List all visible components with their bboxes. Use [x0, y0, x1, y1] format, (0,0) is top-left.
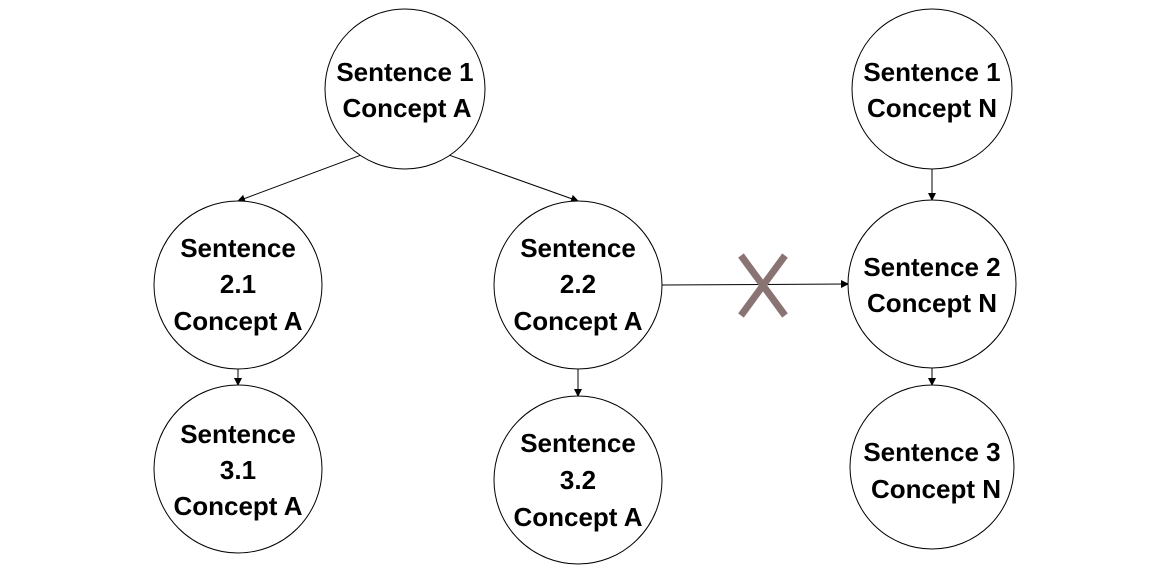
node-label-line: Sentence: [180, 233, 296, 263]
edges-layer: [234, 154, 936, 397]
node-label-line: Sentence 1: [336, 57, 473, 87]
node-label-line: Concept A: [513, 306, 642, 336]
edge-arrow: [449, 154, 579, 203]
node-label-line: Sentence 3: [863, 437, 1000, 467]
cross-icon: [738, 253, 788, 318]
node-sentence-3-2-concept-a[interactable]: Sentence 3.2 Concept A: [493, 395, 663, 565]
edge-arrow: [237, 154, 361, 203]
node-label-line: Concept A: [342, 93, 471, 123]
node-label-line: Concept N: [867, 93, 997, 123]
node-label-line: Concept N: [871, 474, 1001, 504]
node-sentence-1-concept-n[interactable]: Sentence 1 Concept N: [851, 8, 1013, 170]
node-label-line: Sentence 2: [863, 252, 1000, 282]
node-sentence-2-2-concept-a[interactable]: Sentence 2.2 Concept A: [493, 200, 663, 370]
node-sentence-3-concept-n[interactable]: Sentence 3 Concept N: [849, 384, 1015, 550]
node-label-line: 2.2: [560, 269, 596, 299]
node-label-line: Sentence: [180, 419, 296, 449]
node-label-line: Concept A: [173, 306, 302, 336]
node-label-line: Sentence: [520, 233, 636, 263]
node-label-line: Sentence 1: [863, 57, 1000, 87]
blocked-edge: [661, 280, 849, 289]
node-sentence-2-concept-n[interactable]: Sentence 2 Concept N: [847, 199, 1017, 369]
node-label-line: Concept A: [173, 491, 302, 521]
node-sentence-1-concept-a[interactable]: Sentence 1 Concept A: [324, 8, 486, 170]
node-sentence-2-1-concept-a[interactable]: Sentence 2.1 Concept A: [153, 200, 323, 370]
node-label-line: Concept A: [513, 502, 642, 532]
node-label-line: 2.1: [220, 269, 256, 299]
node-label-line: Concept N: [867, 288, 997, 318]
node-label-line: Sentence: [520, 428, 636, 458]
node-label-line: 3.2: [560, 465, 596, 495]
node-sentence-3-1-concept-a[interactable]: Sentence 3.1 Concept A: [153, 384, 323, 554]
node-label-line: 3.1: [220, 455, 256, 485]
cross-stroke: [738, 253, 788, 318]
